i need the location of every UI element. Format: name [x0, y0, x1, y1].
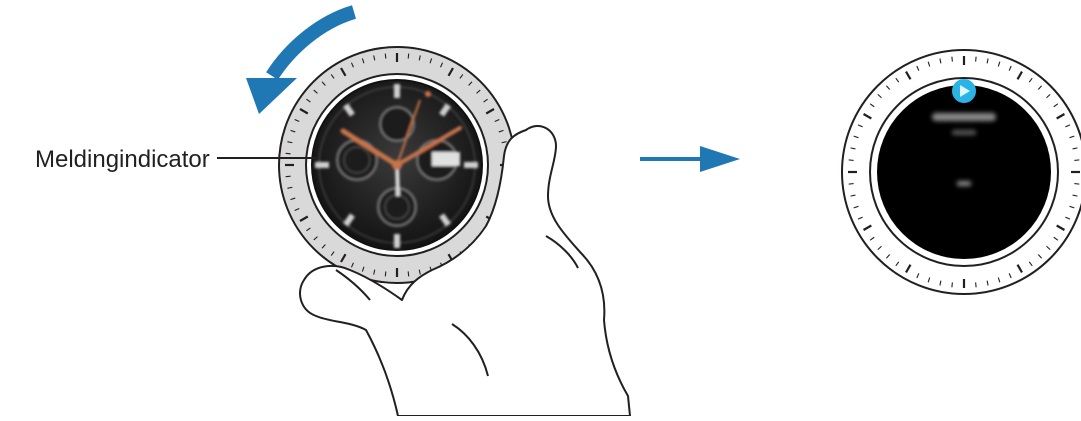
watch-right	[842, 50, 1081, 294]
right-arrow-icon	[640, 146, 740, 172]
bezel-tick	[385, 54, 386, 59]
bezel-tick	[952, 282, 953, 287]
bezel-tick	[286, 176, 291, 177]
bezel-tick	[286, 153, 291, 154]
notification-indicator-label: Meldingindicator	[35, 146, 210, 174]
bezel-tick	[408, 54, 409, 59]
bezel-tick	[385, 271, 386, 276]
bezel-tick	[976, 282, 977, 287]
bezel-tick	[849, 184, 854, 185]
watch-face-left	[312, 80, 482, 250]
bezel-tick	[408, 271, 409, 276]
bezel-tick	[952, 57, 953, 62]
bezel-tick	[976, 57, 977, 62]
bezel-tick	[849, 160, 854, 161]
bezel-tick	[1074, 184, 1079, 185]
bezel-tick	[1074, 160, 1079, 161]
